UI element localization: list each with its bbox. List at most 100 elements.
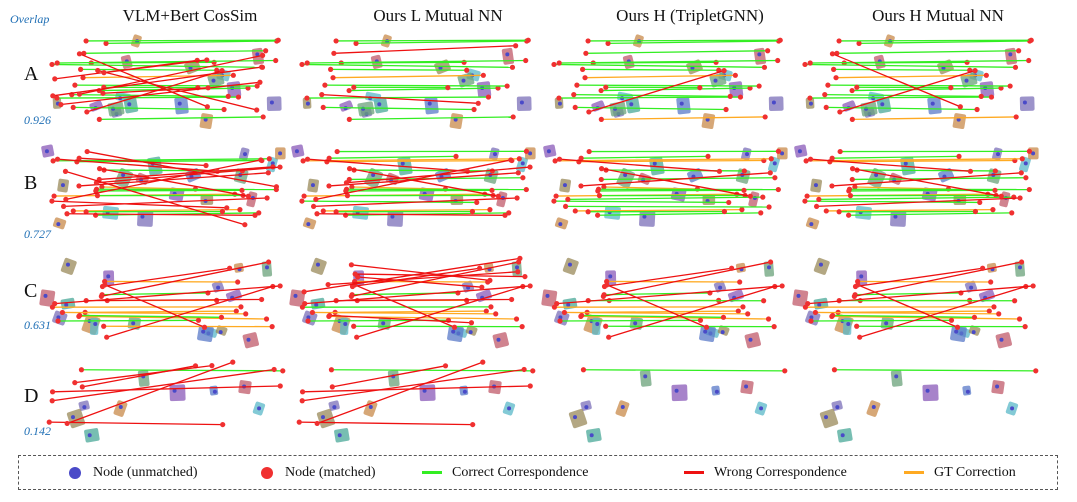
node-unmatched-dot-icon — [69, 466, 81, 479]
correct-correspondence-line — [553, 63, 765, 68]
wrong-correspondence-line — [346, 166, 531, 184]
node-unmatched — [305, 101, 310, 106]
node-matched — [721, 68, 727, 74]
object-pointcloud — [562, 297, 578, 310]
correct-correspondence-line — [583, 369, 785, 372]
node-matched — [849, 176, 855, 183]
correct-correspondence-line — [106, 40, 277, 45]
node-unmatched — [835, 405, 840, 410]
object-pointcloud — [978, 289, 995, 303]
row-label-a: A — [24, 63, 39, 85]
node-unmatched — [999, 337, 1004, 342]
node-matched — [812, 309, 819, 316]
object-pointcloud — [860, 101, 878, 117]
node-unmatched — [310, 183, 315, 188]
object-pointcloud — [541, 289, 558, 307]
node-unmatched — [293, 293, 298, 298]
node-matched — [557, 318, 563, 324]
node-matched — [523, 148, 530, 154]
node-matched — [93, 188, 99, 194]
node-matched — [480, 359, 486, 365]
node-matched — [451, 324, 458, 330]
node-unmatched — [131, 321, 136, 326]
node-unmatched — [759, 406, 764, 411]
node-matched — [201, 324, 208, 330]
node-matched — [854, 323, 860, 329]
wrong-correspondence-line — [356, 285, 523, 338]
wrong-correspondence-line — [67, 213, 256, 216]
correct-correspondence-line — [839, 39, 1032, 42]
match-panel — [289, 248, 540, 349]
node-matched — [245, 193, 251, 199]
node-unmatched — [121, 173, 126, 178]
node-unmatched — [846, 322, 851, 327]
node-unmatched — [796, 293, 801, 298]
node-unmatched — [608, 274, 613, 279]
node-matched — [556, 95, 562, 101]
node-unmatched — [265, 265, 270, 270]
correct-correspondence-line — [330, 68, 467, 71]
node-matched — [737, 279, 743, 285]
object-pointcloud — [639, 210, 656, 227]
node-unmatched — [809, 222, 814, 227]
node-matched — [813, 203, 820, 210]
node-matched — [76, 183, 82, 189]
node-matched — [325, 281, 331, 288]
node-matched — [204, 104, 210, 110]
correct-correspondence-line — [857, 169, 996, 172]
node-unmatched — [270, 161, 275, 166]
node-matched — [988, 279, 994, 285]
node-matched — [327, 312, 333, 319]
node-unmatched — [629, 102, 634, 107]
node-matched — [990, 207, 996, 213]
node-unmatched — [971, 330, 976, 335]
object-pointcloud — [586, 428, 602, 443]
match-panel-svg — [49, 34, 282, 130]
node-matched — [988, 94, 995, 100]
node-unmatched — [871, 405, 876, 410]
object-pointcloud — [855, 205, 872, 220]
node-matched — [583, 50, 589, 56]
object-pointcloud — [66, 408, 86, 429]
node-matched — [855, 282, 861, 288]
node-matched — [55, 318, 61, 324]
node-matched — [344, 193, 351, 199]
node-matched — [502, 212, 508, 218]
node-unmatched — [278, 151, 283, 156]
wrong-correspondence-line — [102, 87, 209, 94]
node-matched — [59, 309, 66, 316]
node-unmatched — [315, 262, 320, 267]
node-unmatched — [771, 100, 776, 105]
object-pointcloud — [357, 101, 375, 117]
node-matched — [948, 85, 954, 91]
node-matched — [254, 83, 260, 89]
node-matched — [52, 301, 58, 307]
node-unmatched — [343, 322, 348, 327]
gt-correction-line — [303, 158, 520, 162]
correct-correspondence-line — [558, 96, 741, 99]
node-matched — [595, 212, 601, 218]
correct-correspondence-line — [567, 196, 763, 201]
wrong-correspondence-line — [302, 385, 531, 393]
node-unmatched — [201, 329, 206, 334]
object-pointcloud — [609, 101, 627, 117]
gt-correction-line — [333, 74, 484, 79]
node-matched — [556, 60, 562, 66]
node-unmatched — [595, 322, 600, 327]
wrong-correspondence-line — [606, 284, 707, 328]
node-matched — [523, 186, 529, 193]
node-matched — [595, 188, 601, 194]
node-matched — [605, 40, 611, 46]
node-unmatched — [306, 315, 311, 320]
object-pointcloud — [387, 210, 404, 227]
node-matched — [495, 193, 501, 199]
wrong-correspondence-line — [60, 81, 261, 106]
node-matched — [445, 85, 451, 91]
legend-item-node-matched: Node (matched) — [261, 465, 376, 481]
node-matched — [346, 166, 353, 172]
correct-correspondence-line — [834, 369, 1036, 372]
node-unmatched — [757, 52, 762, 57]
node-matched — [852, 184, 858, 190]
correct-correspondence-line — [833, 68, 970, 71]
gt-correction-line — [826, 208, 993, 212]
